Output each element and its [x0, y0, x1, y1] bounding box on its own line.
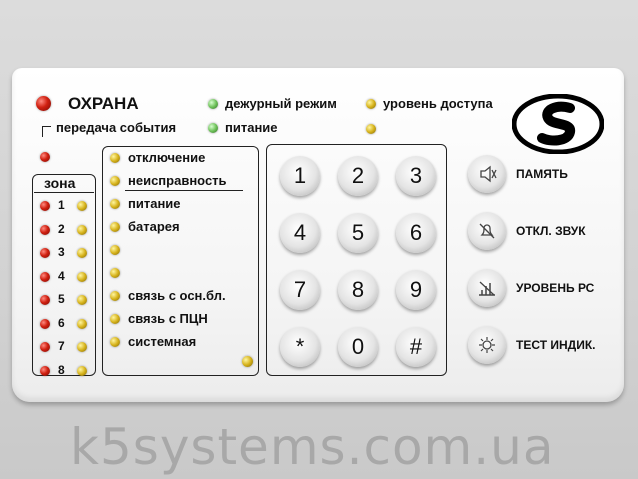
zone-4-red-led	[40, 271, 50, 282]
zone-number: 3	[58, 245, 65, 259]
pitanie-led	[208, 123, 218, 133]
status-led	[110, 153, 120, 163]
zone-number: 7	[58, 339, 65, 353]
mute-speaker-icon	[480, 165, 497, 183]
key-9[interactable]: 9	[396, 270, 436, 310]
status-led	[110, 199, 120, 209]
zone-1-yellow-led	[77, 201, 87, 211]
zone-3-red-led	[40, 248, 50, 258]
status-label: системная	[128, 334, 197, 349]
status-led	[110, 337, 120, 347]
extra-yellow-led	[366, 124, 376, 134]
dezhurny-led	[208, 99, 218, 109]
zone-number: 2	[58, 221, 65, 236]
status-corner-led	[242, 356, 253, 367]
key-2[interactable]: 2	[338, 156, 378, 196]
key-8[interactable]: 8	[338, 270, 378, 310]
bell-off-icon	[479, 223, 495, 239]
zone-number: 8	[58, 362, 65, 377]
function-label: ТЕСТ ИНДИК.	[516, 338, 596, 352]
status-underline	[125, 190, 243, 191]
key-hash[interactable]: #	[396, 327, 436, 367]
status-label: связь с осн.бл.	[128, 288, 226, 303]
zone-6-yellow-led	[77, 318, 87, 329]
function-key-4[interactable]	[468, 326, 506, 364]
keypad-box	[266, 144, 447, 376]
status-label: питание	[128, 196, 181, 211]
pitanie-label: питание	[225, 120, 278, 135]
keypad-panel: ОХРАНА передача события дежурный режим у…	[12, 68, 624, 402]
zone-5-yellow-led	[77, 295, 87, 305]
function-key-3[interactable]	[468, 269, 506, 307]
dezhurny-label: дежурный режим	[225, 96, 337, 111]
status-box	[102, 146, 259, 376]
key-5[interactable]: 5	[338, 213, 378, 253]
peredacha-led	[40, 152, 50, 162]
key-6[interactable]: 6	[396, 213, 436, 253]
uroven-dostupa-label: уровень доступа	[383, 96, 493, 111]
zone-title: зона	[44, 175, 76, 191]
signal-level-icon	[479, 281, 495, 296]
status-label: связь с ПЦН	[128, 311, 208, 326]
status-led	[110, 245, 120, 255]
lamp-test-icon	[479, 337, 495, 353]
status-label: отключение	[128, 150, 206, 165]
key-1[interactable]: 1	[280, 156, 320, 196]
function-label: ПАМЯТЬ	[516, 167, 568, 181]
status-led	[110, 314, 120, 324]
okhrana-label: ОХРАНА	[68, 94, 139, 113]
zone-number: 4	[58, 268, 65, 283]
zone-3-yellow-led	[77, 248, 87, 258]
watermark: k5systems.com.ua	[70, 418, 555, 476]
key-3[interactable]: 3	[396, 156, 436, 196]
key-star[interactable]: *	[280, 327, 320, 367]
uroven-dostupa-led	[366, 99, 376, 109]
status-label: неисправность	[128, 173, 227, 188]
zone-8-yellow-led	[77, 365, 87, 376]
zone-2-red-led	[40, 224, 50, 235]
zone-6-red-led	[40, 318, 50, 329]
function-key-2[interactable]	[468, 212, 506, 250]
zone-2-yellow-led	[77, 224, 87, 235]
zone-title-underline	[34, 192, 94, 193]
zone-5-red-led	[40, 295, 50, 305]
okhrana-led	[36, 96, 51, 111]
key-0[interactable]: 0	[338, 327, 378, 367]
key-7[interactable]: 7	[280, 270, 320, 310]
zone-4-yellow-led	[77, 271, 87, 282]
key-4[interactable]: 4	[280, 213, 320, 253]
status-led	[110, 268, 120, 278]
status-led	[110, 291, 120, 301]
function-label: ОТКЛ. ЗВУК	[516, 224, 586, 238]
status-label: батарея	[128, 219, 180, 234]
zone-7-red-led	[40, 342, 50, 352]
zone-box	[32, 174, 96, 376]
status-led	[110, 222, 120, 232]
zone-number: 1	[58, 198, 65, 212]
status-led	[110, 176, 120, 186]
peredacha-label: передача события	[56, 120, 177, 135]
function-key-1[interactable]	[468, 155, 506, 193]
zone-number: 5	[58, 292, 65, 306]
zone-8-red-led	[40, 365, 50, 376]
peredacha-bracket	[42, 126, 51, 137]
zone-1-red-led	[40, 201, 50, 211]
brand-logo	[512, 94, 604, 154]
zone-7-yellow-led	[77, 342, 87, 352]
zone-number: 6	[58, 315, 65, 330]
function-label: УРОВЕНЬ РС	[516, 281, 595, 295]
